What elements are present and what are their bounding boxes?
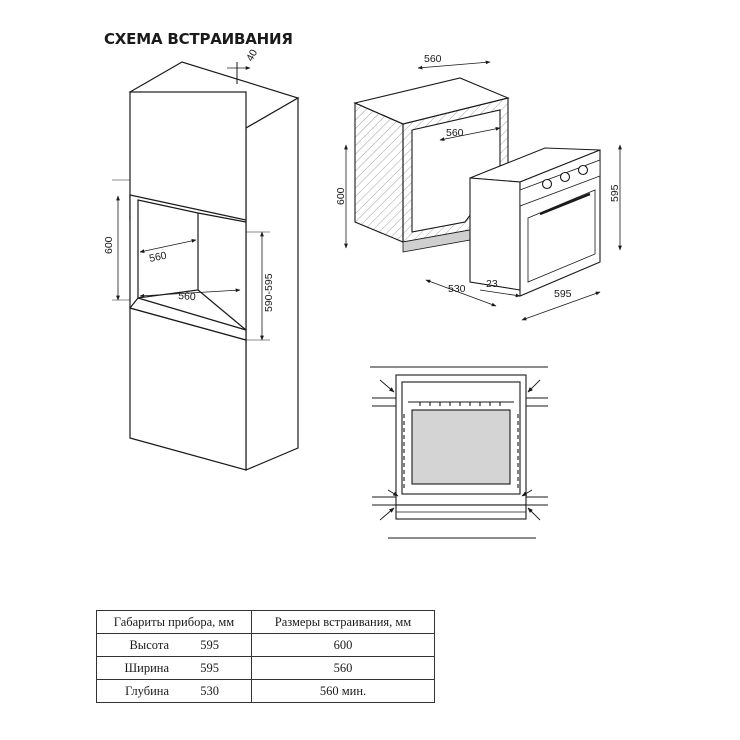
table-row: Ширина 595 560 <box>96 656 435 680</box>
iso-dim-oven-depth: 530 <box>448 283 466 295</box>
table-header-row: Габариты прибора, мм Размеры встраивания… <box>96 610 435 634</box>
cabinet-dim-side: 590-595 <box>263 273 275 312</box>
row-device-value: 595 <box>200 637 219 652</box>
page-title: СХЕМА ВСТРАИВАНИЯ <box>104 30 293 48</box>
row-name: Высота <box>129 637 169 652</box>
cabinet-dim-depth: 560 <box>148 250 168 265</box>
row-name: Глубина <box>125 683 169 698</box>
cabinet-drawing <box>128 61 300 471</box>
table-header-install: Размеры встраивания, мм <box>251 610 435 634</box>
iso-drawing <box>353 77 601 297</box>
cabinet-dim-height: 600 <box>103 236 115 254</box>
section-drawing <box>370 366 548 539</box>
iso-dim-inner-depth: 560 <box>446 127 464 139</box>
installation-diagram: 40 600 560 560 590-595 560 560 600 530 2… <box>103 47 622 539</box>
cabinet-dim-top: 40 <box>244 47 260 63</box>
iso-dim-height: 600 <box>335 187 347 205</box>
iso-dim-panel: 23 <box>486 278 498 290</box>
row-name: Ширина <box>124 660 169 675</box>
row-install-value: 560 мин. <box>251 679 435 703</box>
iso-dim-oven-height: 595 <box>609 184 621 202</box>
table-header-device: Габариты прибора, мм <box>96 610 252 634</box>
cabinet-dim-width: 560 <box>178 290 196 303</box>
table-row: Высота 595 600 <box>96 633 435 657</box>
row-device-value: 530 <box>200 683 219 698</box>
specs-table: Габариты прибора, мм Размеры встраивания… <box>96 610 435 703</box>
iso-dim-oven-width: 595 <box>554 288 572 300</box>
row-install-value: 560 <box>251 656 435 680</box>
table-row: Глубина 530 560 мин. <box>96 679 435 703</box>
iso-dim-top-width: 560 <box>424 53 442 65</box>
row-device-value: 595 <box>200 660 219 675</box>
row-install-value: 600 <box>251 633 435 657</box>
